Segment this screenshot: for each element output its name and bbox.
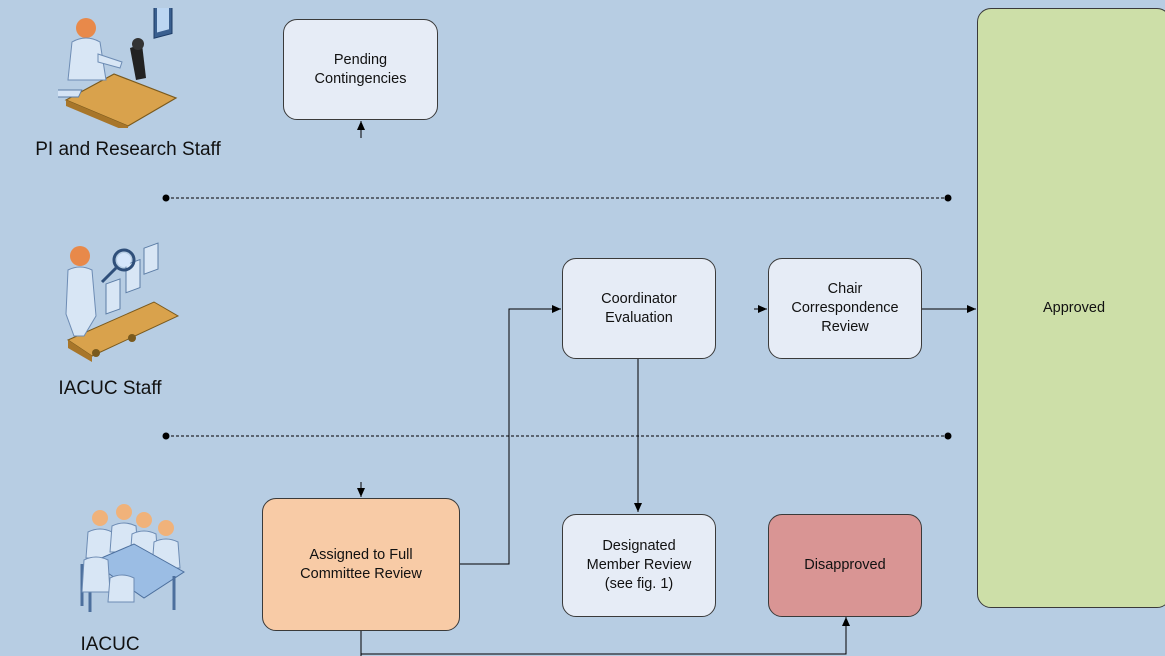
disapproved-box[interactable]: Disapproved: [768, 514, 922, 617]
arrow-full-committee-to-disapproved: [360, 617, 846, 656]
approved-box[interactable]: Approved: [977, 8, 1165, 608]
lane-label-iacuc-staff: IACUC Staff: [58, 378, 162, 399]
designated-member-review-box[interactable]: Designated Member Review (see fig. 1): [562, 514, 716, 617]
arrow-full-committee-to-coordinator: [460, 305, 561, 565]
lane-label-iacuc: IACUC: [80, 634, 140, 655]
assigned-full-committee-box[interactable]: Assigned to Full Committee Review: [262, 498, 460, 631]
committee-meeting-icon: [80, 504, 185, 612]
pending-contingencies-box[interactable]: Pending Contingencies: [283, 19, 438, 120]
lane-divider-1: [162, 194, 952, 202]
lane-label-pi-research-staff: PI and Research Staff: [35, 139, 221, 160]
staff-with-magnifier-icon: [65, 242, 180, 362]
chair-correspondence-review-box[interactable]: Chair Correspondence Review: [768, 258, 922, 359]
researcher-with-microscope-icon: [58, 8, 178, 128]
lane-divider-2: [162, 432, 952, 440]
coordinator-evaluation-box[interactable]: Coordinator Evaluation: [562, 258, 716, 359]
